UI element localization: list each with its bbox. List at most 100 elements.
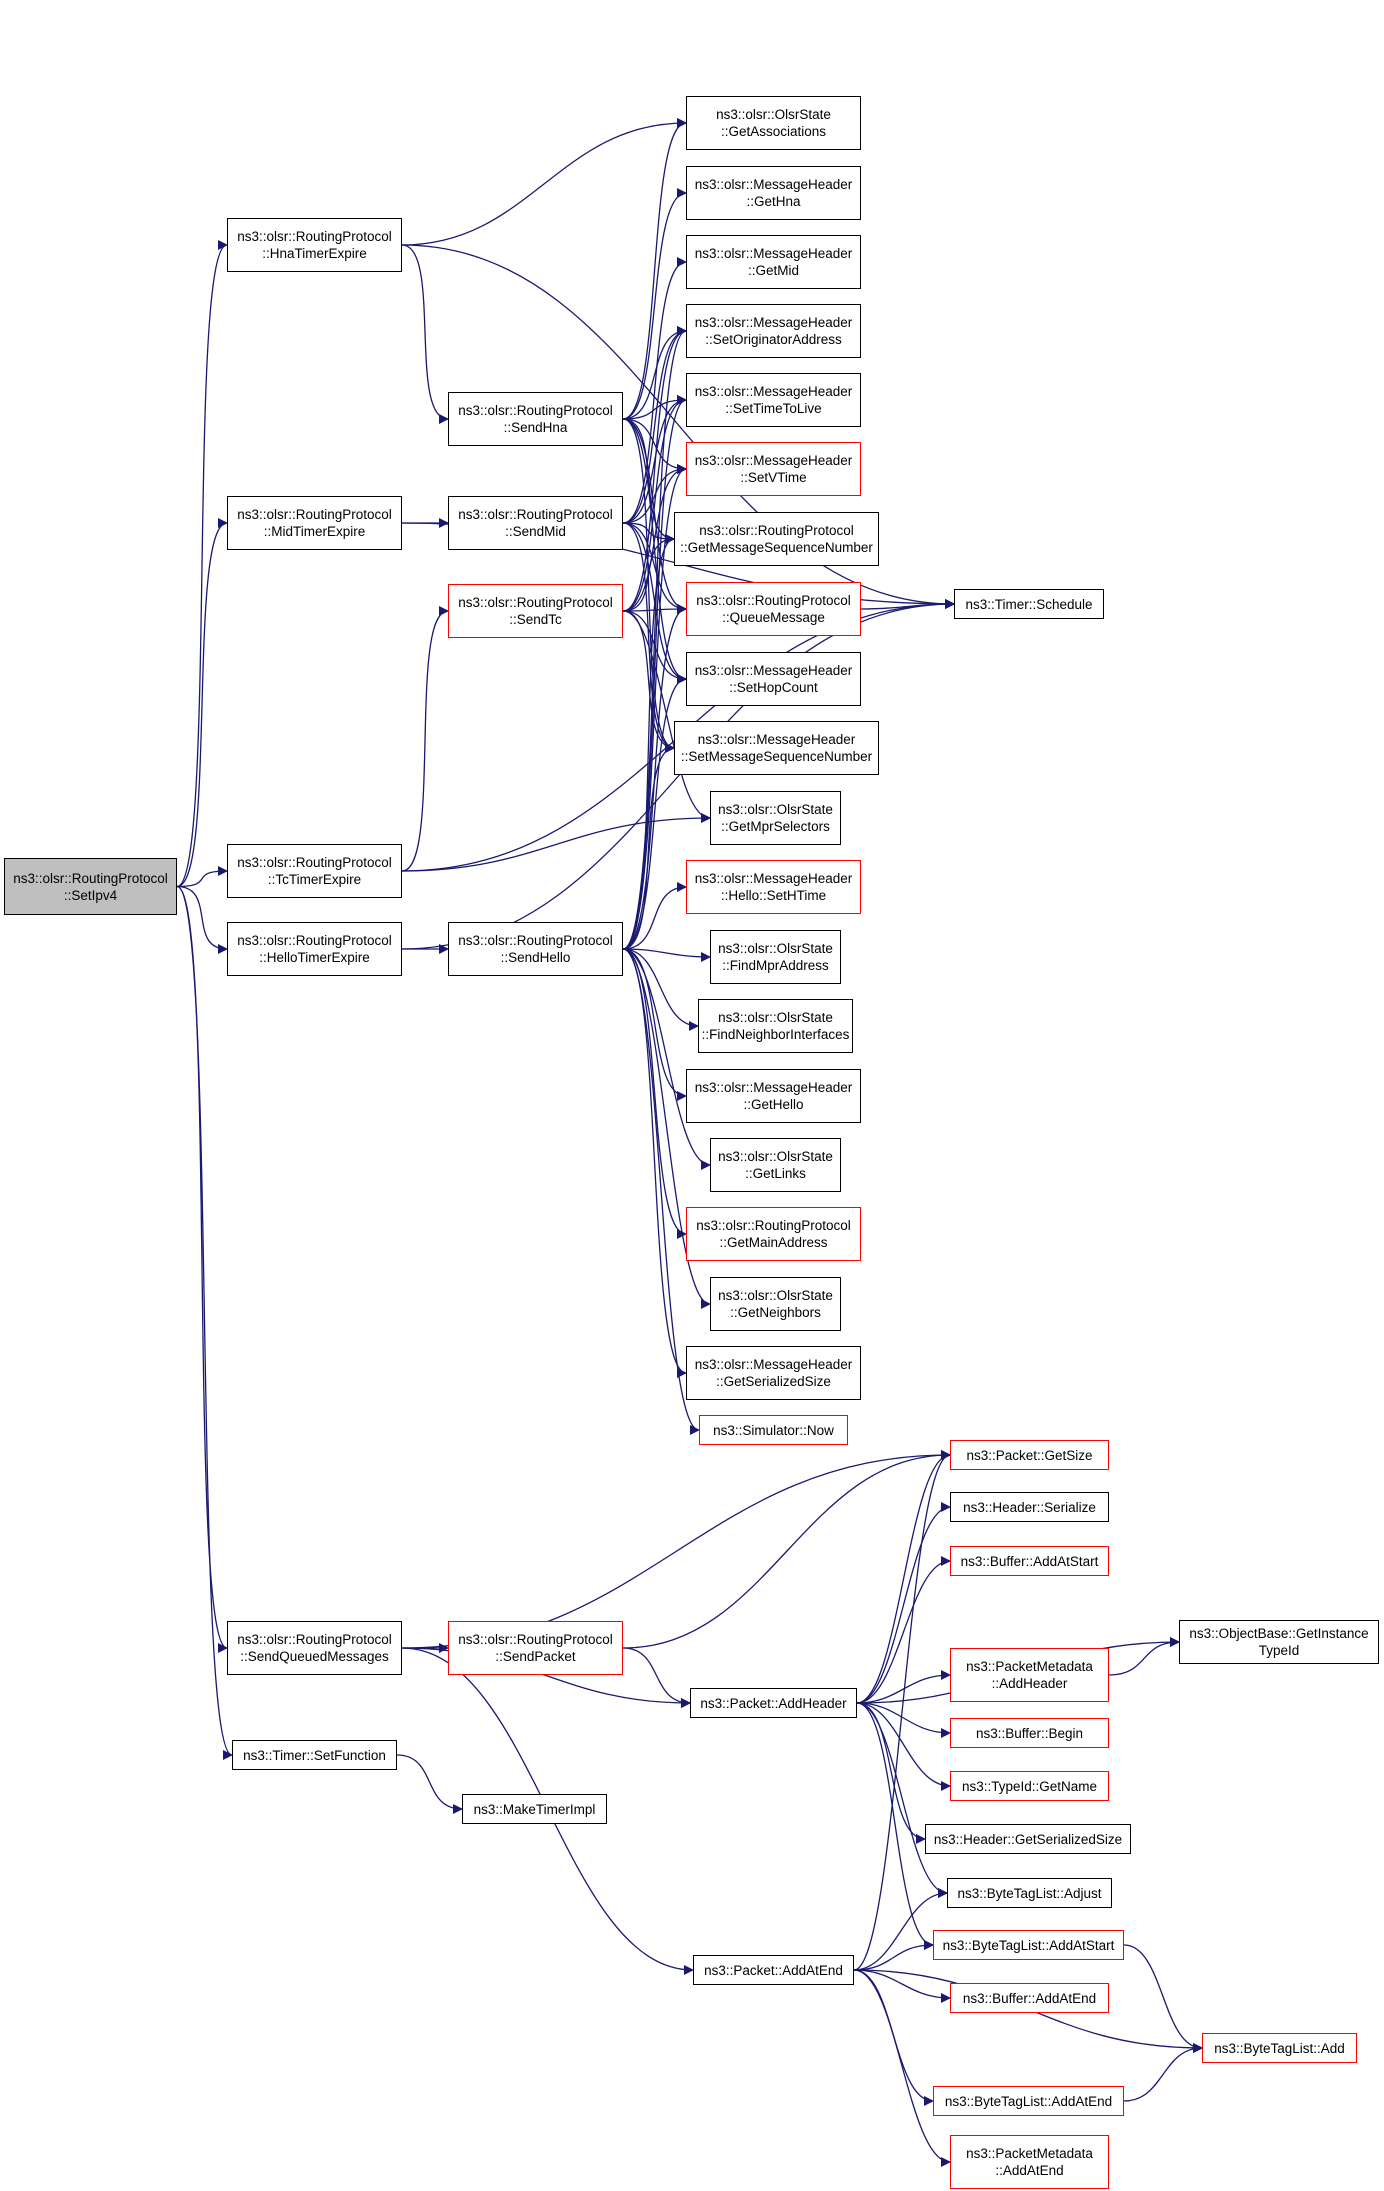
node-label-line: ns3::olsr::MessageHeader <box>694 453 853 468</box>
node-find-neighbor-interfaces[interactable]: ns3::olsr::OlsrState::FindNeighborInterf… <box>698 999 853 1053</box>
node-label-line: ::SetMessageSequenceNumber <box>680 749 873 764</box>
node-label-line: ::SetHopCount <box>729 680 818 695</box>
node-tc-timer-expire[interactable]: ns3::olsr::RoutingProtocol::TcTimerExpir… <box>227 844 402 898</box>
node-label-line: ns3::Simulator::Now <box>713 1422 834 1438</box>
call-edge-add-header-to-btl-adjust <box>856 1702 948 1898</box>
call-edge-send-hello-to-get-serialized-size-mh <box>622 948 687 1378</box>
call-edge-send-packet-to-get-size <box>622 1450 951 1649</box>
node-label-line: ns3::olsr::RoutingProtocol <box>237 855 392 870</box>
node-pm-add-header[interactable]: ns3::PacketMetadata::AddHeader <box>950 1648 1109 1702</box>
node-header-serialize[interactable]: ns3::Header::Serialize <box>950 1492 1109 1522</box>
node-label-line: ns3::olsr::MessageHeader <box>694 1080 853 1095</box>
node-mid-timer-expire[interactable]: ns3::olsr::RoutingProtocol::MidTimerExpi… <box>227 496 402 550</box>
node-send-hna[interactable]: ns3::olsr::RoutingProtocol::SendHna <box>448 392 623 446</box>
node-hna-timer-expire[interactable]: ns3::olsr::RoutingProtocol::HnaTimerExpi… <box>227 218 402 272</box>
node-label-line: ::HnaTimerExpire <box>262 246 367 261</box>
node-set-function[interactable]: ns3::Timer::SetFunction <box>232 1740 397 1770</box>
node-get-hna[interactable]: ns3::olsr::MessageHeader::GetHna <box>686 166 861 220</box>
node-set-originator-address[interactable]: ns3::olsr::MessageHeader::SetOriginatorA… <box>686 304 861 358</box>
call-edge-set-ipv4-to-hello-timer-expire <box>176 885 228 954</box>
node-timer-schedule[interactable]: ns3::Timer::Schedule <box>954 589 1104 619</box>
call-edge-add-header-to-header-serialize <box>856 1502 951 1704</box>
node-label-line: ns3::olsr::RoutingProtocol <box>237 933 392 948</box>
node-set-v-time[interactable]: ns3::olsr::MessageHeader::SetVTime <box>686 442 861 496</box>
node-label-line: ns3::olsr::RoutingProtocol <box>237 1632 392 1647</box>
node-label-line: ::SendHna <box>503 420 568 435</box>
node-label-line: ns3::olsr::MessageHeader <box>694 663 853 678</box>
call-edge-send-hello-to-get-links <box>622 948 711 1170</box>
node-set-hop-count[interactable]: ns3::olsr::MessageHeader::SetHopCount <box>686 652 861 706</box>
node-set-ipv4: ns3::olsr::RoutingProtocol::SetIpv4 <box>4 858 177 915</box>
call-edge-set-ipv4-to-tc-timer-expire <box>176 866 228 888</box>
node-buf-begin[interactable]: ns3::Buffer::Begin <box>950 1718 1109 1748</box>
node-get-mid[interactable]: ns3::olsr::MessageHeader::GetMid <box>686 235 861 289</box>
call-edge-send-tc-to-set-v-time <box>622 464 687 612</box>
call-edge-send-tc-to-set-time-to-live <box>622 395 687 612</box>
node-label-line: ns3::olsr::OlsrState <box>718 941 833 956</box>
node-btl-add-at-end[interactable]: ns3::ByteTagList::AddAtEnd <box>933 2086 1124 2116</box>
node-label-line: ::MidTimerExpire <box>263 524 366 539</box>
node-send-hello[interactable]: ns3::olsr::RoutingProtocol::SendHello <box>448 922 623 976</box>
node-hello-timer-expire[interactable]: ns3::olsr::RoutingProtocol::HelloTimerEx… <box>227 922 402 976</box>
call-edge-send-hna-to-set-hop-count <box>622 418 687 684</box>
node-set-h-time[interactable]: ns3::olsr::MessageHeader::Hello::SetHTim… <box>686 860 861 914</box>
node-add-header[interactable]: ns3::Packet::AddHeader <box>690 1688 857 1718</box>
node-find-mpr-address[interactable]: ns3::olsr::OlsrState::FindMprAddress <box>710 930 841 984</box>
node-get-mpr-selectors[interactable]: ns3::olsr::OlsrState::GetMprSelectors <box>710 791 841 845</box>
call-edge-send-hello-to-find-neighbor-interfaces <box>622 948 699 1031</box>
node-label-line: ns3::ByteTagList::Adjust <box>957 1885 1102 1901</box>
node-label-line: ns3::Packet::AddHeader <box>700 1695 847 1711</box>
node-buf-add-at-end[interactable]: ns3::Buffer::AddAtEnd <box>950 1983 1109 2013</box>
node-label-line: ::Hello::SetHTime <box>720 888 827 903</box>
node-label-line: ::GetNeighbors <box>730 1305 821 1320</box>
node-label-line: ns3::Buffer::Begin <box>975 1725 1084 1741</box>
node-label-line: ::SetIpv4 <box>63 887 118 903</box>
node-label-line: ns3::olsr::OlsrState <box>718 1288 833 1303</box>
node-pm-add-at-end[interactable]: ns3::PacketMetadata::AddAtEnd <box>950 2135 1109 2189</box>
node-label-line: ns3::olsr::RoutingProtocol <box>699 523 854 538</box>
node-label-line: ns3::olsr::MessageHeader <box>694 315 853 330</box>
call-edge-send-mid-to-queue-message <box>622 522 687 614</box>
node-header-get-serialized-size[interactable]: ns3::Header::GetSerializedSize <box>925 1824 1131 1854</box>
node-add-at-end-pkt[interactable]: ns3::Packet::AddAtEnd <box>693 1955 854 1985</box>
node-get-associations[interactable]: ns3::olsr::OlsrState::GetAssociations <box>686 96 861 150</box>
node-send-mid[interactable]: ns3::olsr::RoutingProtocol::SendMid <box>448 496 623 550</box>
node-send-tc[interactable]: ns3::olsr::RoutingProtocol::SendTc <box>448 584 623 638</box>
call-edge-add-header-to-pm-add-header <box>856 1670 951 1704</box>
node-send-packet[interactable]: ns3::olsr::RoutingProtocol::SendPacket <box>448 1621 623 1675</box>
node-btl-add-at-start[interactable]: ns3::ByteTagList::AddAtStart <box>933 1930 1124 1960</box>
node-get-main-address[interactable]: ns3::olsr::RoutingProtocol::GetMainAddre… <box>686 1207 861 1261</box>
node-label-line: ns3::olsr::RoutingProtocol <box>13 870 168 886</box>
node-label-line: ns3::Buffer::AddAtStart <box>960 1553 1099 1569</box>
call-edge-add-header-to-type-id-get-name <box>856 1702 951 1791</box>
node-make-timer-impl[interactable]: ns3::MakeTimerImpl <box>462 1794 607 1824</box>
call-edge-send-hna-to-get-hna <box>622 188 687 420</box>
call-edge-set-ipv4-to-hna-timer-expire <box>176 240 228 888</box>
node-label-line: ::HelloTimerExpire <box>259 950 370 965</box>
node-label-line: ns3::Packet::GetSize <box>966 1447 1093 1463</box>
call-edge-set-ipv4-to-mid-timer-expire <box>176 518 228 888</box>
node-btl-add[interactable]: ns3::ByteTagList::Add <box>1202 2033 1357 2063</box>
node-buf-add-at-start[interactable]: ns3::Buffer::AddAtStart <box>950 1546 1109 1576</box>
node-get-hello[interactable]: ns3::olsr::MessageHeader::GetHello <box>686 1069 861 1123</box>
node-get-size[interactable]: ns3::Packet::GetSize <box>950 1440 1109 1470</box>
call-edge-add-at-end-pkt-to-buf-add-at-end <box>853 1969 951 2003</box>
node-label-line: ns3::TypeId::GetName <box>961 1778 1098 1794</box>
node-get-links[interactable]: ns3::olsr::OlsrState::GetLinks <box>710 1138 841 1192</box>
node-get-serialized-size-mh[interactable]: ns3::olsr::MessageHeader::GetSerializedS… <box>686 1346 861 1400</box>
node-label-line: ns3::PacketMetadata <box>966 2146 1093 2161</box>
node-sim-now[interactable]: ns3::Simulator::Now <box>699 1415 848 1445</box>
node-get-message-sequence-number[interactable]: ns3::olsr::RoutingProtocol::GetMessageSe… <box>674 512 879 566</box>
node-get-neighbors[interactable]: ns3::olsr::OlsrState::GetNeighbors <box>710 1277 841 1331</box>
node-set-time-to-live[interactable]: ns3::olsr::MessageHeader::SetTimeToLive <box>686 373 861 427</box>
node-set-message-sequence-number[interactable]: ns3::olsr::MessageHeader::SetMessageSequ… <box>674 721 879 775</box>
node-send-queued-messages[interactable]: ns3::olsr::RoutingProtocol::SendQueuedMe… <box>227 1621 402 1675</box>
call-edge-send-hello-to-sim-now <box>622 948 700 1435</box>
call-edge-set-ipv4-to-set-function <box>176 885 233 1760</box>
node-queue-message[interactable]: ns3::olsr::RoutingProtocol::QueueMessage <box>686 582 861 636</box>
node-label-line: TypeId <box>1258 1643 1300 1658</box>
node-label-line: ns3::olsr::MessageHeader <box>697 732 856 747</box>
node-btl-adjust[interactable]: ns3::ByteTagList::Adjust <box>947 1878 1112 1908</box>
node-type-id-get-name[interactable]: ns3::TypeId::GetName <box>950 1771 1109 1801</box>
